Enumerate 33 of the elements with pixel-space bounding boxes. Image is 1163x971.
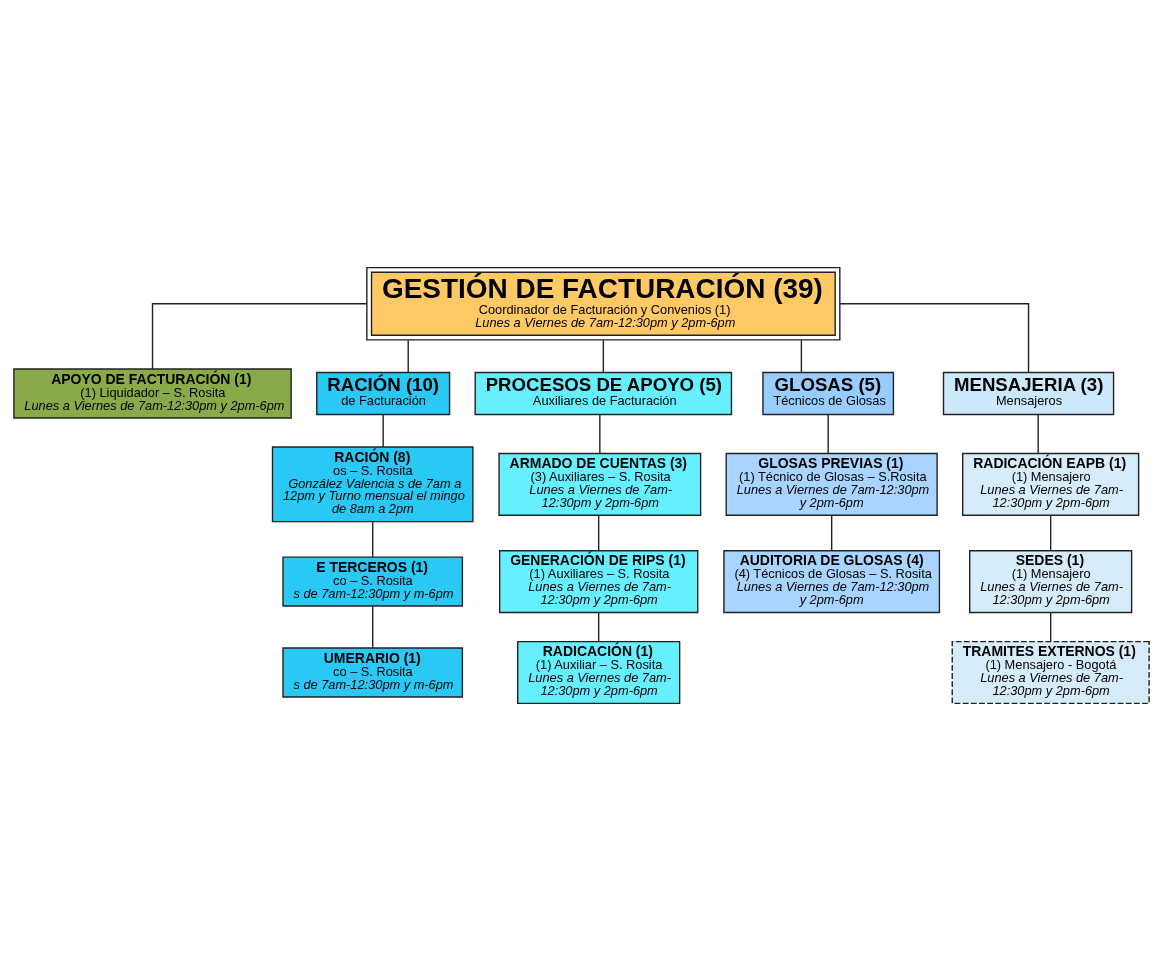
connector	[602, 339, 605, 373]
connector	[839, 303, 1030, 373]
node-box: SEDES (1) (1) Mensajero Lunes a Viernes de 7am- 12:30pm y 2pm-6pm	[969, 550, 1133, 614]
node-box: RACIÓN (8) os – S. Rosita González Valencia s de 7am a 12pm y Turno mensual el mingo de 8am a 2pm	[271, 446, 474, 523]
node-box: MENSAJERIA (3) Mensajeros	[942, 371, 1115, 416]
node-box: GLOSAS (5) Técnicos de Glosas	[762, 371, 895, 416]
connector	[1049, 612, 1052, 643]
connector	[599, 413, 601, 455]
connector	[597, 514, 600, 552]
connector	[1037, 413, 1039, 455]
node-box: RADICACIÓN EAPB (1) (1) Mensajero Lunes a Viernes de 7am- 12:30pm y 2pm-6pm	[962, 452, 1140, 516]
connector	[407, 339, 409, 373]
node-box: E TERCEROS (1) co – S. Rosita s de 7am-12:30pm y m-6pm	[282, 556, 464, 607]
node-box: APOYO DE FACTURACIÓN (1) (1) Liquidador – S. Rosita Lunes a Viernes de 7am-12:30pm y 2pm-6pm	[13, 368, 292, 419]
connector	[827, 413, 829, 455]
node-box: TRAMITES EXTERNOS (1) (1) Mensajero - Bogotá Lunes a Viernes de 7am- 12:30pm y 2pm-6pm	[951, 640, 1150, 705]
node-box: RADICACIÓN (1) (1) Auxiliar – S. Rosita Lunes a Viernes de 7am- 12:30pm y 2pm-6pm	[517, 640, 681, 705]
node-box: UMERARIO (1) co – S. Rosita s de 7am-12:30pm y m-6pm	[282, 647, 464, 698]
connector	[151, 303, 368, 370]
connector	[597, 612, 600, 643]
node-box: PROCESOS DE APOYO (5) Auxiliares de Facturación	[474, 371, 733, 416]
node-box: GESTIÓN DE FACTURACIÓN (39) Coordinador de Facturación y Convenios (1) Lunes a Viernes de 7am-12:30pm y 2pm-6pm	[366, 266, 841, 341]
node-box: AUDITORIA DE GLOSAS (4) (4) Técnicos de Glosas – S. Rosita Lunes a Viernes de 7am-12:30pm y 2pm-6pm	[723, 550, 941, 614]
connector	[372, 605, 374, 649]
node-box: ARMADO DE CUENTAS (3) (3) Auxiliares – S. Rosita Lunes a Viernes de 7am- 12:30pm y 2pm-6pm	[498, 452, 702, 516]
connector	[800, 339, 803, 373]
node-box: GLOSAS PREVIAS (1) (1) Técnico de Glosas – S.Rosita Lunes a Viernes de 7am-12:30pm y 2pm-6pm	[725, 452, 938, 516]
connector	[382, 413, 384, 448]
connector	[372, 520, 374, 558]
node-box: GENERACIÓN DE RIPS (1) (1) Auxiliares – S. Rosita Lunes a Viernes de 7am- 12:30pm y 2pm-6pm	[498, 550, 699, 614]
node-box: RACIÓN (10) de Facturación	[316, 371, 451, 416]
connector	[830, 514, 833, 552]
connector	[1049, 514, 1052, 552]
